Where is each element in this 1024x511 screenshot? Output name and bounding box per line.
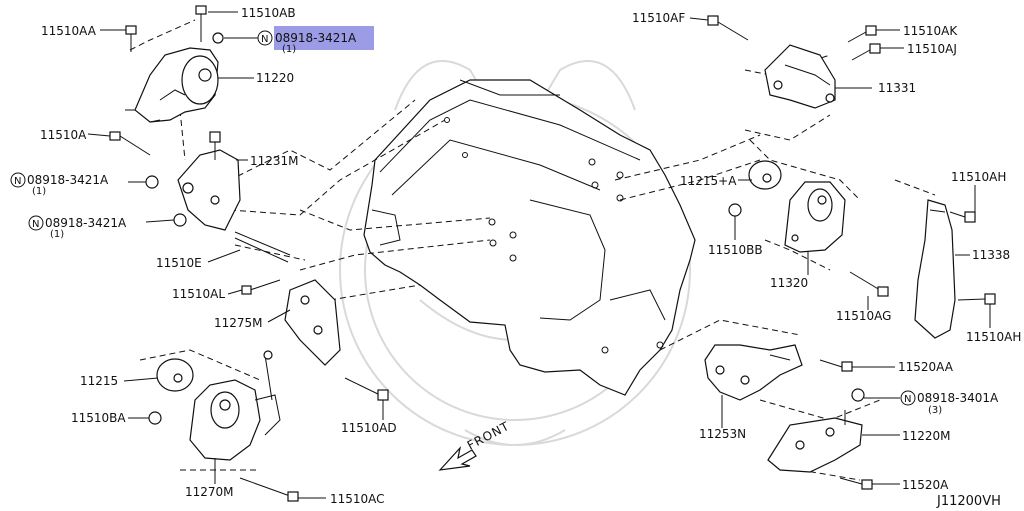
label-11270M[interactable]: 11270M (185, 485, 234, 499)
label-11510AH-bottom[interactable]: 11510AH (966, 330, 1021, 344)
mount-11320 (784, 181, 846, 253)
insulator-11215 (156, 358, 194, 392)
label-11220M[interactable]: 11220M (902, 429, 951, 443)
n-symbol: N (32, 219, 39, 230)
bolt-11510AG (849, 271, 889, 297)
label-11320[interactable]: 11320 (770, 276, 808, 290)
front-arrow-icon (438, 445, 477, 471)
bolt-11510AC (239, 477, 299, 502)
label-11510AG[interactable]: 11510AG (836, 309, 891, 323)
label-11510BB[interactable]: 11510BB (708, 243, 763, 257)
bolt-11510AD (344, 377, 389, 401)
n-symbol: N (261, 34, 268, 45)
n-symbols: N N N N (10, 30, 916, 406)
bracket-11231M (177, 131, 241, 231)
diagram-id: J11200VH (936, 494, 1001, 509)
label-11231M[interactable]: 11231M (250, 154, 299, 168)
label-11338[interactable]: 11338 (972, 248, 1010, 262)
label-11275M[interactable]: 11275M (214, 316, 263, 330)
bolt-11510AH-top (949, 211, 976, 223)
bolt-11510AH-bottom (957, 293, 996, 305)
label-11510AD[interactable]: 11510AD (341, 421, 397, 435)
bolt-11510AK (847, 25, 877, 43)
label-11510BA[interactable]: 11510BA (71, 411, 126, 425)
nut-highlighted (212, 32, 224, 44)
label-11331[interactable]: 11331 (878, 81, 916, 95)
bolt-11510A (109, 131, 151, 156)
label-11510AB[interactable]: 11510AB (241, 6, 296, 20)
nut-11510BA (148, 411, 162, 425)
engine-block (363, 79, 696, 396)
n-circle-icon (10, 172, 26, 188)
label-11510AJ[interactable]: 11510AJ (907, 42, 957, 56)
bolt-11510AF (707, 15, 749, 41)
qty-08918-3421A-2: (1) (50, 229, 64, 240)
nut-08918-3421A-1 (145, 175, 159, 189)
bracket-11220M (767, 410, 863, 473)
mount-11220 (125, 47, 219, 123)
stud-11510E (234, 231, 291, 263)
label-11510A[interactable]: 11510A (40, 128, 87, 142)
n-circle-icon (900, 390, 916, 406)
part-labels: 11510AB 11510AA 08918-3421A (1) 11220 11… (27, 6, 1021, 506)
label-11253N[interactable]: 11253N (699, 427, 746, 441)
nut-08918-3421A-2 (173, 213, 187, 227)
n-symbol: N (904, 394, 911, 405)
label-11520A[interactable]: 11520A (902, 478, 949, 492)
label-08918-3421A-1[interactable]: 08918-3421A (27, 173, 109, 187)
bolt-11520AA (819, 359, 853, 372)
mount-11270M (189, 379, 281, 461)
selected-part-highlight (274, 26, 374, 50)
insulator-11215A (748, 160, 782, 190)
n-circle-icon (28, 215, 44, 231)
leader-lines (87, 11, 991, 499)
label-11220[interactable]: 11220 (256, 71, 294, 85)
bracket-11253N (704, 344, 803, 401)
nut-11510BB (728, 203, 742, 217)
bolt-11520A (839, 477, 873, 490)
bracket-11331 (764, 44, 836, 109)
label-11215[interactable]: 11215 (80, 374, 118, 388)
label-11510AK[interactable]: 11510AK (903, 24, 958, 38)
n-symbol: N (14, 176, 21, 187)
label-08918-3421A-2[interactable]: 08918-3421A (45, 216, 127, 230)
label-11520AA[interactable]: 11520AA (898, 360, 954, 374)
n-circle-icon (257, 30, 273, 46)
label-08918-3401A[interactable]: 08918-3401A (917, 391, 999, 405)
qty-08918-3421A-selected: (1) (282, 44, 296, 55)
label-11510AF[interactable]: 11510AF (632, 11, 685, 25)
label-11510AH-top[interactable]: 11510AH (951, 170, 1006, 184)
bolt-11510AJ (851, 43, 881, 61)
label-11510AA[interactable]: 11510AA (41, 24, 97, 38)
label-11510AL[interactable]: 11510AL (172, 287, 225, 301)
label-11215-A[interactable]: 11215+A (680, 174, 737, 188)
label-11510AC[interactable]: 11510AC (330, 492, 385, 506)
bolt-11510AB (195, 5, 207, 42)
bracket-11275M (263, 279, 341, 401)
plate-11338 (914, 199, 956, 339)
label-08918-3421A-selected[interactable]: 08918-3421A (275, 31, 357, 45)
bolt-11510AL (241, 279, 281, 295)
label-11510E[interactable]: 11510E (156, 256, 202, 270)
qty-08918-3401A: (3) (928, 405, 942, 416)
nut-08918-3401A (851, 388, 865, 402)
qty-08918-3421A-1: (1) (32, 186, 46, 197)
front-label: FRONT (465, 419, 512, 453)
